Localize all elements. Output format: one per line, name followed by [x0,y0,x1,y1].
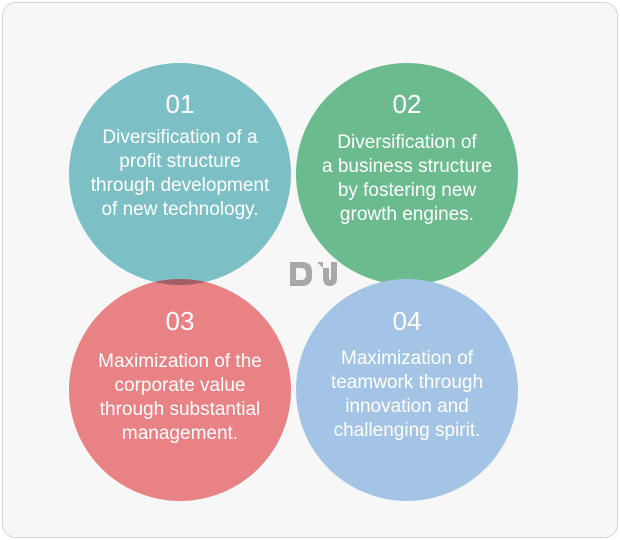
circle-03 [69,279,291,501]
dj-logo [290,262,337,286]
item-03-text: Maximization of the corporate value thro… [98,351,262,444]
item-04-number: 04 [392,306,422,336]
item-01-text: Diversification of a profit structure th… [90,127,270,220]
item-02-number: 02 [392,89,422,119]
four-circle-venn [69,63,518,501]
circle-02 [296,63,518,285]
item-01-number: 01 [165,89,195,119]
logo-d-shape [290,262,312,286]
item-02-text: Diversification of a business structure … [321,132,493,225]
logo-j-shape [317,262,337,286]
circle-01 [69,63,291,285]
item-04-text: Maximization of teamwork through innovat… [330,348,484,441]
circle-04 [296,279,518,501]
item-03-number: 03 [165,306,195,336]
